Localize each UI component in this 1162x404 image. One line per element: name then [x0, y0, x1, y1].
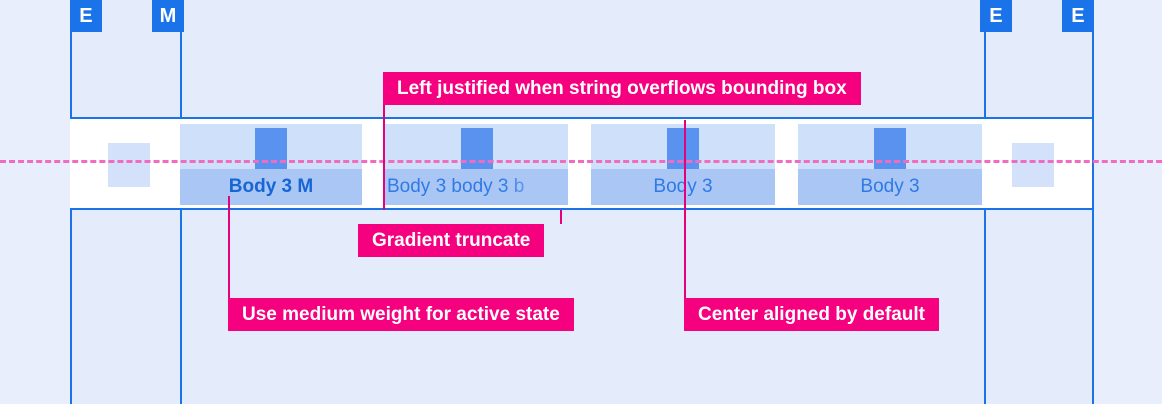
tab-item-3-label: Body 3 [653, 176, 713, 197]
annotation-medium-weight-note: Use medium weight for active state [228, 298, 574, 331]
tab-item-2-label-band: Body 3 body 3 b [385, 169, 568, 205]
leading-end-icon[interactable] [108, 143, 150, 187]
annotation-gradient-note: Gradient truncate [358, 224, 545, 257]
tab-item-1-label-band: Body 3 M [180, 169, 362, 205]
segmented-tab-bar: Body 3 M Body 3 body 3 b Body 3 [70, 117, 1092, 210]
annotation-overflow-note: Left justified when string overflows bou… [383, 72, 861, 105]
tab-item-1-label: Body 3 M [228, 176, 314, 197]
leader-medium-weight-note [228, 196, 230, 298]
tab-item-2-gradient-truncate [502, 169, 568, 205]
guide-badge-e-3: E [1062, 0, 1094, 32]
tab-item-2-label: Body 3 body 3 b [387, 176, 525, 197]
tab-item-4-label-band: Body 3 [798, 169, 982, 205]
vertical-center-guideline [0, 160, 1162, 163]
annotation-center-aligned-note: Center aligned by default [684, 298, 939, 331]
leader-gradient-note [560, 210, 562, 224]
tab-item-3[interactable]: Body 3 [591, 124, 775, 205]
tab-item-2[interactable]: Body 3 body 3 b [385, 124, 568, 205]
guide-badge-m: M [152, 0, 184, 32]
tab-item-4[interactable]: Body 3 [798, 124, 982, 205]
vertical-guide-4 [1092, 0, 1094, 404]
trailing-end-icon[interactable] [1012, 143, 1054, 187]
guide-badge-e-2: E [980, 0, 1012, 32]
guide-badge-e-1: E [70, 0, 102, 32]
tab-item-1[interactable]: Body 3 M [180, 124, 362, 205]
tab-item-4-label: Body 3 [860, 176, 920, 197]
leader-overflow-note [383, 105, 385, 210]
tab-item-3-label-band: Body 3 [591, 169, 775, 205]
leader-center-aligned-note [684, 120, 686, 298]
